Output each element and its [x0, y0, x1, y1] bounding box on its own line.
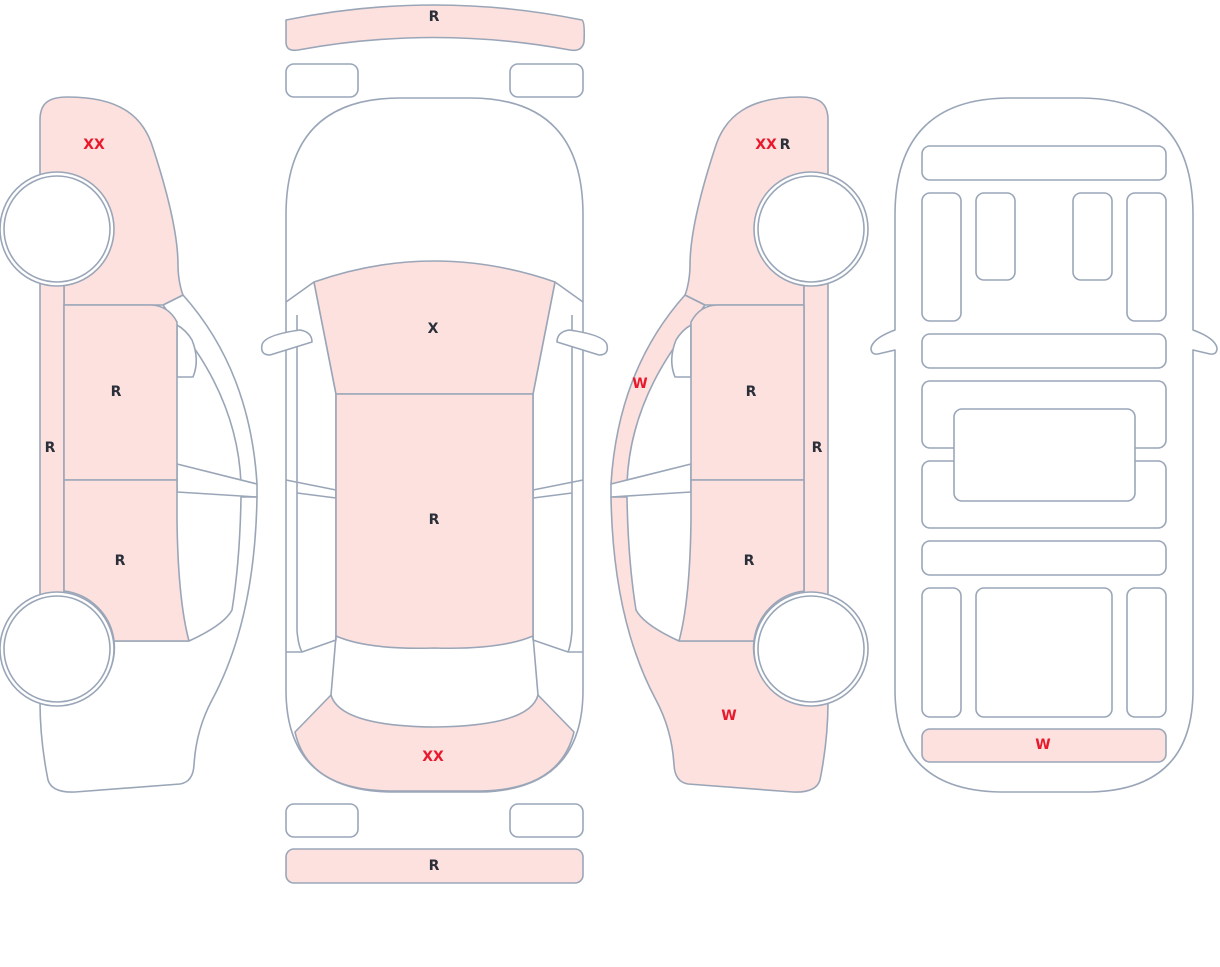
dashboard[interactable]: [921, 145, 1167, 181]
top-view: R X R XX R: [260, 4, 609, 884]
right-rear-door-label: R: [744, 553, 755, 569]
rear-pillars: [330, 635, 539, 696]
right-mirror-top[interactable]: [556, 329, 609, 356]
front-floor[interactable]: [921, 333, 1167, 369]
left-front-wheel[interactable]: [3, 175, 111, 283]
left-headlight[interactable]: [285, 63, 359, 98]
right-rear-wheel[interactable]: [757, 595, 865, 703]
right-rear-quarter-label: W: [721, 708, 736, 724]
right-front-wheel[interactable]: [757, 175, 865, 283]
right-headlight[interactable]: [509, 63, 584, 98]
front-bumper-label: R: [429, 9, 440, 25]
interior-view: W: [870, 97, 1218, 793]
rear-bumper-label: R: [429, 858, 440, 874]
left-mirror-top[interactable]: [260, 329, 313, 356]
left-taillight[interactable]: [285, 803, 359, 838]
trunk-label: XX: [422, 749, 444, 765]
rear-interior-panel[interactable]: [921, 728, 1167, 763]
right-front-fender-label-a: XX: [755, 137, 777, 153]
front-bumper[interactable]: [285, 4, 586, 52]
left-side-view: XX R R R: [0, 96, 258, 793]
console[interactable]: [953, 408, 1136, 502]
left-rear-trim[interactable]: [921, 587, 962, 718]
right-rear-trim[interactable]: [1126, 587, 1167, 718]
right-taillight[interactable]: [509, 803, 584, 838]
left-rear-door-label: R: [115, 553, 126, 569]
right-front-door-trim[interactable]: [1126, 192, 1167, 322]
rear-interior-panel-label: W: [1035, 737, 1050, 753]
cargo-area[interactable]: [975, 587, 1113, 718]
right-side-view: XX R R R R W W: [610, 96, 869, 793]
left-front-seat[interactable]: [975, 192, 1016, 281]
left-rear-wheel[interactable]: [3, 595, 111, 703]
left-front-door-trim[interactable]: [921, 192, 962, 322]
right-front-door-label: R: [746, 384, 757, 400]
trunk[interactable]: [294, 694, 575, 792]
left-rocker-label: R: [45, 440, 56, 456]
door-lines: [296, 315, 573, 653]
left-front-fender-label: XX: [83, 137, 105, 153]
roof-label: R: [429, 512, 440, 528]
right-front-seat[interactable]: [1072, 192, 1113, 281]
roof[interactable]: [335, 393, 534, 650]
right-rocker-label: R: [812, 440, 823, 456]
right-rocker-panel[interactable]: [803, 281, 829, 597]
right-front-fender-label-b: R: [780, 137, 791, 153]
right-pillar-label: W: [632, 376, 647, 392]
left-front-door-label: R: [111, 384, 122, 400]
hood-label: X: [428, 321, 439, 337]
rear-bumper[interactable]: [285, 848, 584, 884]
left-rocker-panel[interactable]: [39, 281, 65, 597]
rear-floor[interactable]: [921, 540, 1167, 576]
hood[interactable]: [313, 260, 556, 395]
